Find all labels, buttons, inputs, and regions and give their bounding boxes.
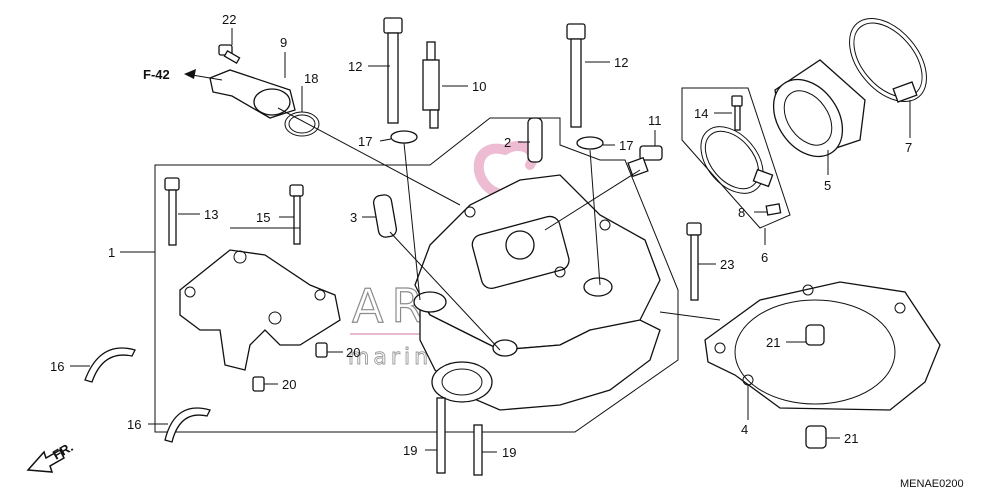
bolt-hole-a [554, 266, 566, 278]
water-joint-9 [209, 69, 296, 119]
reference-f42[interactable]: F-42 [143, 67, 223, 82]
callout-10[interactable]: 10 [472, 79, 486, 94]
oil-guide-2 [527, 117, 543, 163]
callout-8[interactable]: 8 [738, 205, 745, 220]
bolt-13 [164, 177, 180, 246]
port-left [413, 291, 447, 313]
callout-2[interactable]: 2 [504, 135, 511, 150]
callout-6[interactable]: 6 [761, 250, 768, 265]
callout-20a[interactable]: 20 [346, 345, 360, 360]
band-7 [849, 17, 927, 103]
o-ring-18 [284, 111, 320, 137]
head-bolt-12a [383, 17, 403, 124]
bolt-23 [686, 222, 702, 301]
washer-17a [390, 130, 418, 144]
arrow-left-icon [184, 69, 196, 79]
callout-16b[interactable]: 16 [127, 417, 141, 432]
dowel-21b [805, 425, 827, 449]
plug-3 [372, 194, 398, 238]
callout-21b[interactable]: 21 [844, 431, 858, 446]
callout-19b[interactable]: 19 [502, 445, 516, 460]
callout-16a[interactable]: 16 [50, 359, 64, 374]
dowel-pin-20b [252, 376, 265, 392]
callout-15[interactable]: 15 [256, 210, 270, 225]
callouts: 1 2 3 4 5 6 7 8 9 10 11 12 12 13 14 15 1… [50, 12, 912, 460]
seal-16b [164, 407, 211, 443]
clamp-group-6-outline [681, 87, 791, 229]
leader-lines [70, 28, 911, 453]
screw-14 [731, 95, 743, 131]
holder-hole-a [233, 250, 247, 264]
washer-17b [576, 136, 604, 150]
clamp-band-6 [700, 126, 774, 194]
head-bolt-12b [566, 23, 586, 128]
callout-14[interactable]: 14 [694, 106, 708, 121]
seal-16a [84, 347, 136, 383]
spark-plug-seat [505, 230, 535, 260]
callout-7[interactable]: 7 [905, 140, 912, 155]
callout-23[interactable]: 23 [720, 257, 734, 272]
spark-plug-10 [422, 41, 440, 129]
callout-12b[interactable]: 12 [614, 55, 628, 70]
bolt-22 [218, 44, 241, 64]
front-arrow-icon [26, 448, 65, 473]
bolt-hole-b [599, 219, 611, 231]
exhaust-port [431, 361, 493, 403]
temp-sensor-11 [627, 145, 663, 178]
bolt-hole-c [464, 206, 476, 218]
holder-hole-b [184, 286, 196, 298]
o-ring-18-inner [288, 114, 316, 134]
drawing-code: MENAE0200 [900, 478, 964, 490]
callout-19a[interactable]: 19 [403, 443, 417, 458]
dowel-pin-20a [315, 342, 328, 358]
callout-4[interactable]: 4 [741, 422, 748, 437]
callout-17b[interactable]: 17 [619, 138, 633, 153]
cylinder-head [413, 174, 661, 411]
holder-hole-c [314, 289, 326, 301]
assembly-outline-1 [154, 117, 679, 433]
callout-12a[interactable]: 12 [348, 59, 362, 74]
callout-22[interactable]: 22 [222, 12, 236, 27]
callout-11[interactable]: 11 [648, 113, 662, 128]
head-gasket-4 [704, 281, 941, 411]
exhaust-port-inner [441, 368, 483, 396]
reference-f42-label[interactable]: F-42 [143, 67, 170, 82]
port-right [583, 277, 613, 297]
bolt-15 [289, 184, 304, 245]
callout-3[interactable]: 3 [350, 210, 357, 225]
callout-20b[interactable]: 20 [282, 377, 296, 392]
front-indicator: FR. [26, 439, 76, 473]
callout-1[interactable]: 1 [108, 245, 115, 260]
callout-17a[interactable]: 17 [358, 134, 372, 149]
camshaft-holder-body [179, 249, 341, 371]
callout-13[interactable]: 13 [204, 207, 218, 222]
insulator-5 [772, 59, 866, 158]
dowel-21a [805, 324, 825, 346]
camshaft-holder [179, 249, 341, 371]
port-center [492, 339, 518, 357]
callout-18[interactable]: 18 [304, 71, 318, 86]
nut-8 [765, 203, 782, 216]
callout-9[interactable]: 9 [280, 35, 287, 50]
stud-19b [473, 424, 483, 476]
callout-21a[interactable]: 21 [766, 335, 780, 350]
callout-5[interactable]: 5 [824, 178, 831, 193]
stud-19a [436, 397, 446, 474]
holder-hole-d [268, 311, 282, 325]
